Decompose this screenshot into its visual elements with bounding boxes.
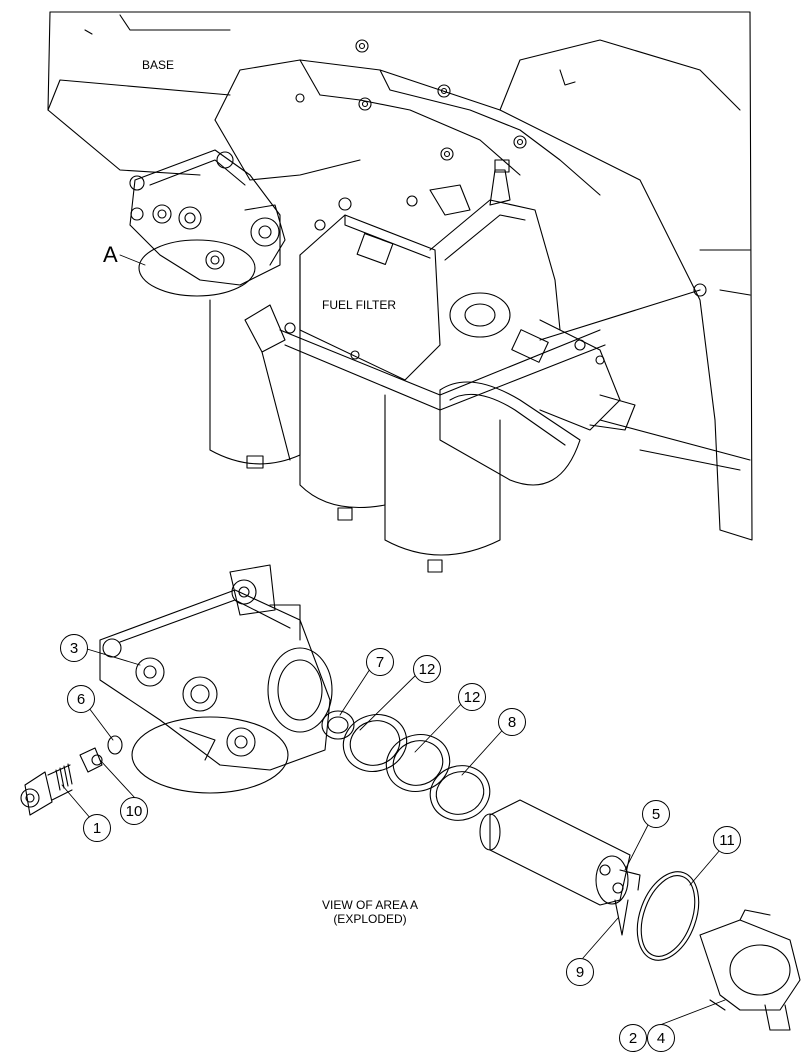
area-a-label: A	[103, 242, 118, 267]
base-label: BASE	[142, 58, 175, 72]
callout-4: 4	[647, 1024, 675, 1052]
callout-3: 3	[60, 634, 88, 662]
view-caption: VIEW OF AREA A (EXPLODED)	[300, 898, 440, 926]
fuel-filter-label: FUEL FILTER	[322, 298, 397, 312]
view-caption-line2: (EXPLODED)	[333, 912, 407, 926]
callout-1: 1	[83, 814, 111, 842]
callout-6: 6	[67, 685, 95, 713]
callout-7: 7	[366, 648, 394, 676]
callout-10: 10	[120, 797, 148, 825]
seals-exploded	[321, 710, 491, 821]
view-caption-line1: VIEW OF AREA A	[321, 898, 419, 912]
filter-head-a	[129, 149, 301, 469]
callout-2: 2	[619, 1024, 647, 1052]
callout-8: 8	[498, 708, 526, 736]
callout-5: 5	[642, 800, 670, 828]
filter-element-cover	[479, 799, 801, 1031]
plug-spring-valve	[20, 735, 123, 816]
callout-12-a: 12	[413, 655, 441, 683]
callout-12-b: 12	[458, 683, 486, 711]
filter-base-exploded	[99, 564, 333, 794]
fuel-filter-housing	[279, 159, 701, 573]
callout-9: 9	[566, 958, 594, 986]
callout-11: 11	[713, 826, 741, 854]
base-frame	[47, 11, 753, 541]
